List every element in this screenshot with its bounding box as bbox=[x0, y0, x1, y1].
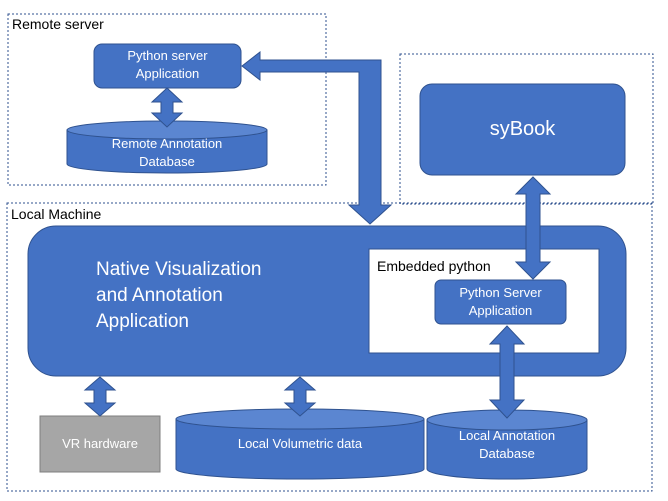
local-annotation-database-node bbox=[426, 409, 588, 480]
arrow-native-volumetric bbox=[283, 376, 317, 417]
python-server-embedded-label-2: Application bbox=[468, 303, 533, 318]
sybook-node bbox=[419, 83, 626, 176]
remote-db-label-2: Database bbox=[139, 154, 195, 169]
arrow-python-localdb bbox=[488, 325, 526, 419]
local-machine-label: Local Machine bbox=[11, 206, 102, 222]
embedded-python-label: Embedded python bbox=[377, 258, 491, 274]
arrow-native-vr bbox=[83, 376, 117, 417]
python-server-remote-label-1: Python server bbox=[127, 48, 208, 63]
local-annotation-db-label-1: Local Annotation bbox=[458, 428, 556, 443]
native-app-label-2: and Annotation bbox=[96, 285, 223, 306]
local-machine-container bbox=[6, 202, 653, 492]
python-server-remote-label-2: Application bbox=[135, 66, 200, 81]
native-app-label-3: Application bbox=[96, 311, 189, 332]
vr-hardware-node bbox=[39, 415, 161, 473]
sybook-label: syBook bbox=[489, 118, 556, 140]
arrow-sybook-python bbox=[514, 176, 552, 280]
arrow-remote-python-db bbox=[150, 87, 184, 128]
arrow-remote-native bbox=[241, 50, 393, 225]
python-server-embedded-label-1: Python Server bbox=[459, 285, 542, 300]
local-annotation-db-label-2: Database bbox=[479, 446, 535, 461]
remote-server-label: Remote server bbox=[12, 16, 104, 32]
remote-db-label-1: Remote Annotation bbox=[111, 136, 223, 151]
vr-hardware-label: VR hardware bbox=[62, 436, 138, 451]
native-app-label-1: Native Visualization bbox=[96, 259, 262, 280]
remote-server-container bbox=[7, 13, 327, 186]
local-volumetric-data-node bbox=[175, 408, 425, 480]
local-volumetric-label: Local Volumetric data bbox=[237, 436, 363, 451]
python-server-embedded-node bbox=[434, 279, 567, 325]
